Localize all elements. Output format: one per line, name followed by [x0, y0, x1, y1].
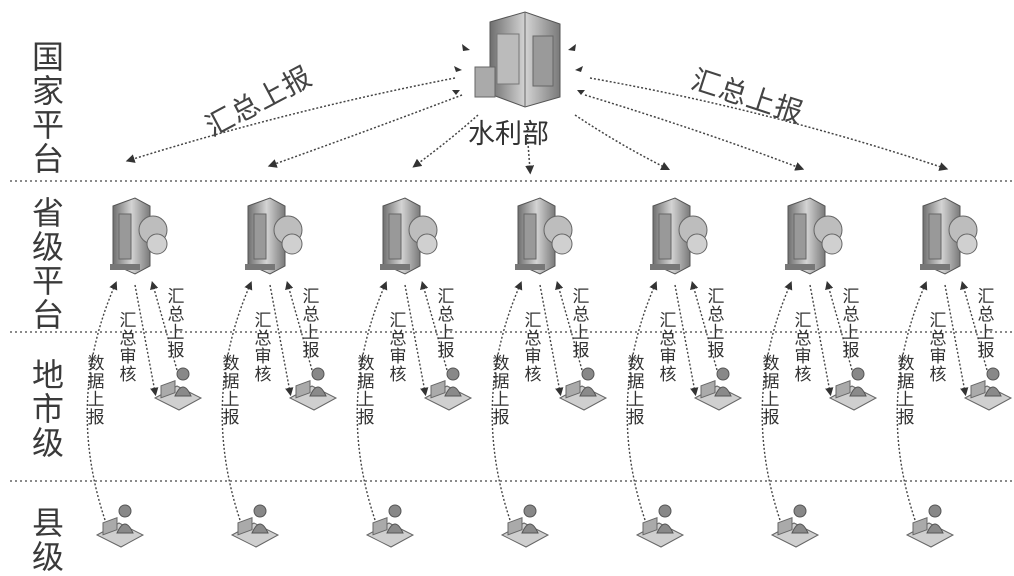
label-summary-report: 汇总上报 — [437, 287, 455, 361]
hq-arrow-3 — [412, 114, 479, 168]
province-building-icon — [920, 197, 978, 275]
hq-arrow-4 — [525, 129, 535, 175]
flow-arrows — [221, 280, 313, 521]
county-user-icon — [230, 504, 280, 548]
label-summary-report: 汇总上报 — [707, 287, 725, 361]
county-user-icon — [500, 504, 550, 548]
province-building-icon — [245, 197, 303, 275]
label-summary-review: 汇总审核 — [254, 311, 272, 385]
province-building-icon — [380, 197, 438, 275]
label-data-report: 数据上报 — [222, 354, 240, 428]
city-user-icon — [828, 367, 878, 411]
province-building-icon — [515, 197, 573, 275]
flow-arrows — [761, 280, 853, 521]
hq-building-icon — [474, 11, 561, 108]
flow-arrows — [896, 280, 988, 521]
label-summary-review: 汇总审核 — [524, 311, 542, 385]
tier-label-city: 地市级 — [31, 356, 64, 462]
label-summary-report: 汇总上报 — [977, 287, 995, 361]
label-data-report: 数据上报 — [897, 354, 915, 428]
label-summary-review: 汇总审核 — [119, 311, 137, 385]
flow-arrows — [86, 280, 178, 521]
label-data-report: 数据上报 — [762, 354, 780, 428]
county-user-icon — [95, 504, 145, 548]
label-summary-review: 汇总审核 — [389, 311, 407, 385]
label-summary-review: 汇总审核 — [929, 311, 947, 385]
flow-arrows — [626, 280, 718, 521]
hq-arrow-7 — [589, 77, 949, 171]
label-data-report: 数据上报 — [492, 354, 510, 428]
hq-radial-ticks — [452, 44, 585, 95]
hq-arrow-5 — [574, 114, 671, 171]
county-user-icon — [770, 504, 820, 548]
label-summary-review: 汇总审核 — [794, 311, 812, 385]
label-summary-review: 汇总审核 — [659, 311, 677, 385]
label-summary-report: 汇总上报 — [302, 287, 320, 361]
hq-arrows — [125, 77, 949, 175]
city-user-icon — [153, 367, 203, 411]
tier-label-national: 国家平台 — [31, 38, 64, 178]
label-data-report: 数据上报 — [87, 354, 105, 428]
city-user-icon — [963, 367, 1013, 411]
province-building-icon — [785, 197, 843, 275]
city-user-icon — [693, 367, 743, 411]
label-summary-report: 汇总上报 — [167, 287, 185, 361]
province-building-icon — [110, 197, 168, 275]
label-data-report: 数据上报 — [627, 354, 645, 428]
hq-label: 水利部 — [468, 119, 549, 150]
flow-arrows — [491, 280, 583, 521]
hq-arrow-2 — [267, 94, 463, 168]
county-user-icon — [365, 504, 415, 548]
city-user-icon — [558, 367, 608, 411]
city-user-icon — [423, 367, 473, 411]
province-building-icon — [650, 197, 708, 275]
label-data-report: 数据上报 — [357, 354, 375, 428]
tier-label-county: 县级 — [31, 504, 64, 576]
tier-label-provincial: 省级平台 — [31, 194, 64, 334]
hq-arrow-6 — [584, 94, 805, 171]
label-summary-report: 汇总上报 — [572, 287, 590, 361]
label-summary-report: 汇总上报 — [842, 287, 860, 361]
county-user-icon — [905, 504, 955, 548]
flow-arrows — [356, 280, 448, 521]
hq-arrow-1 — [125, 77, 456, 163]
city-user-icon — [288, 367, 338, 411]
county-user-icon — [635, 504, 685, 548]
